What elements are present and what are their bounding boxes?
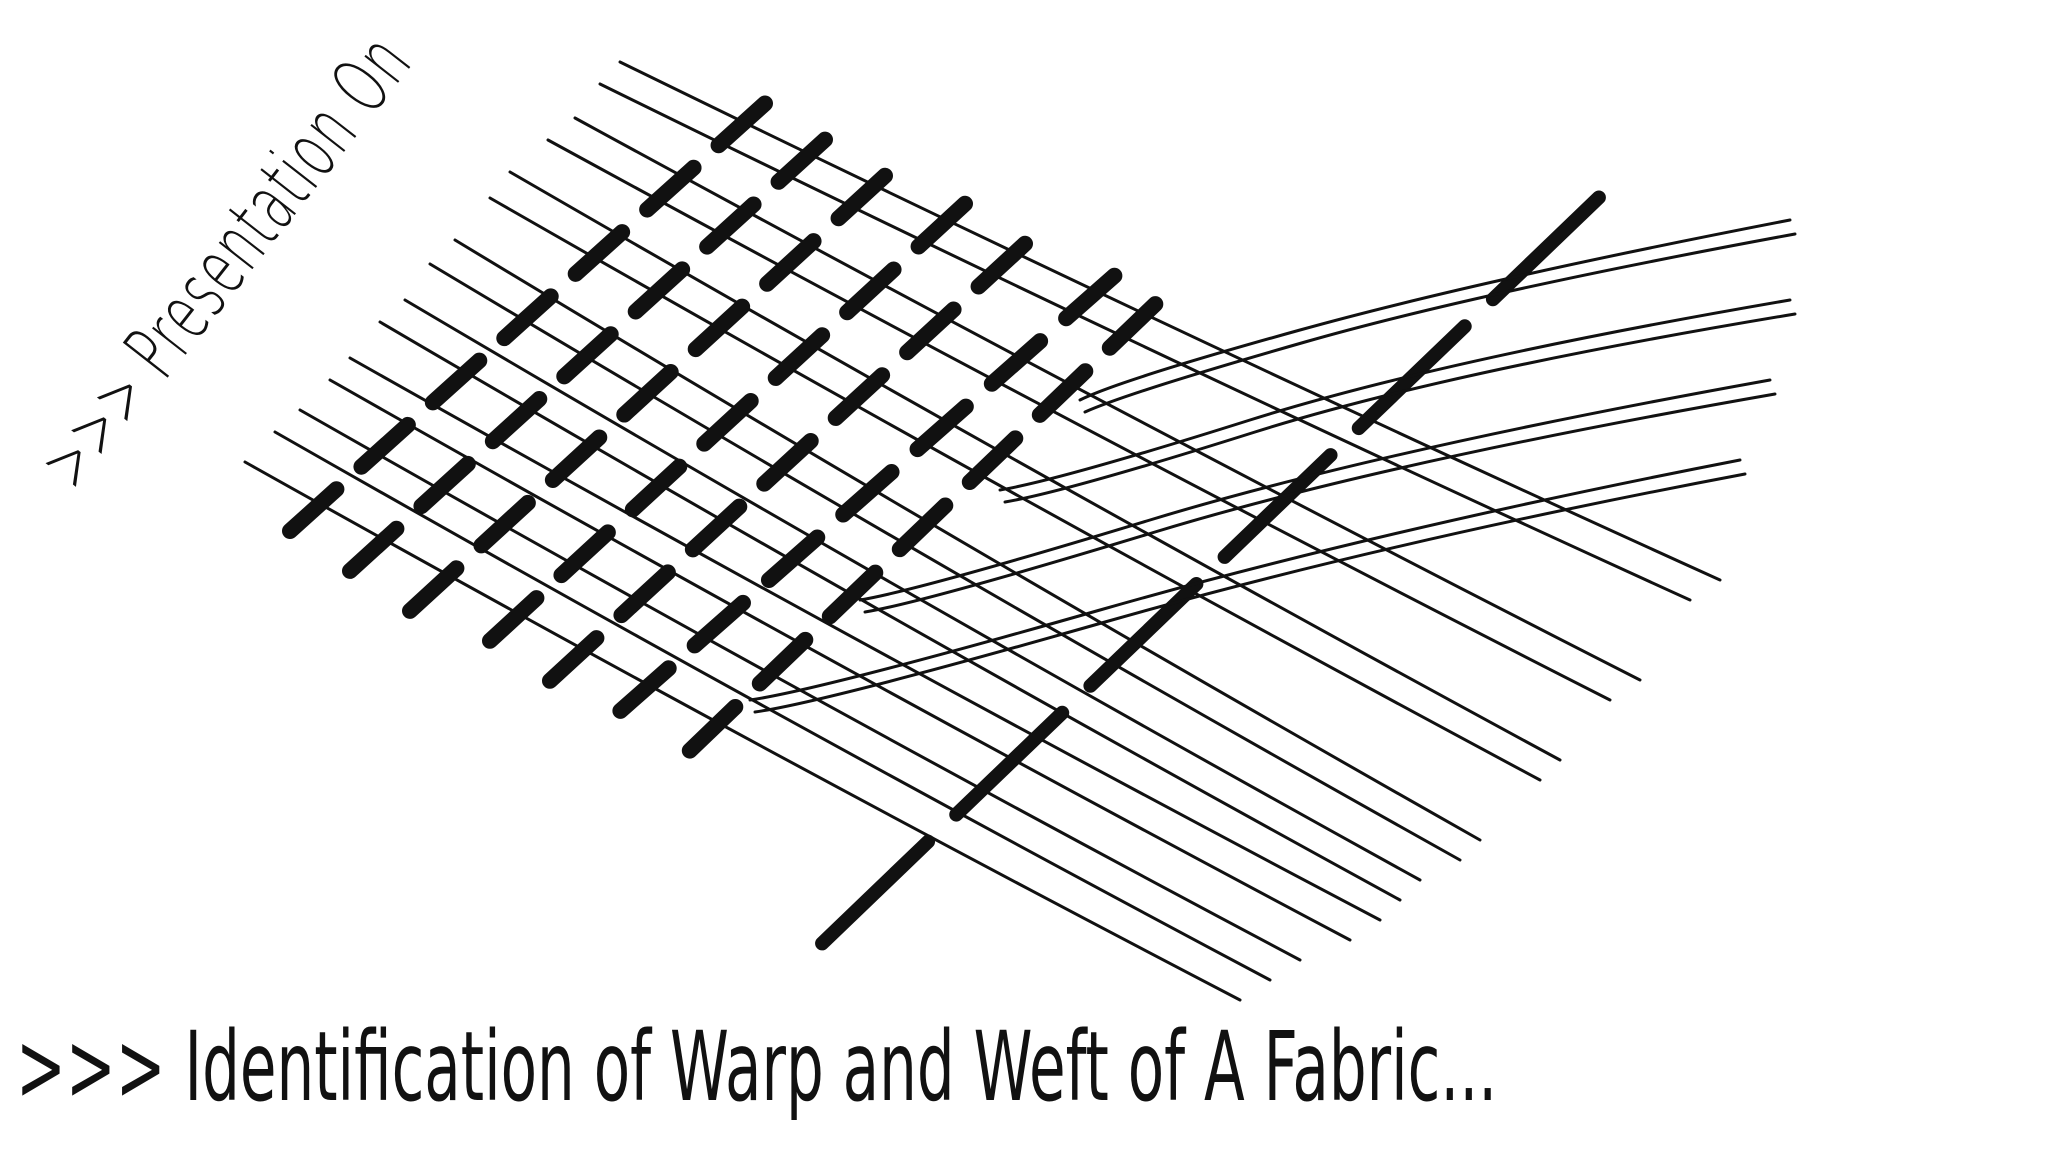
white-thread-line (273, 430, 1272, 982)
white-thread-line (618, 60, 1722, 582)
black-thread-segment (639, 159, 702, 218)
white-thread-line (488, 196, 1542, 782)
long-black-thread-segment (949, 705, 1070, 822)
black-thread-segment (770, 131, 833, 190)
black-thread-segment (710, 95, 773, 154)
black-thread-segment (821, 564, 884, 625)
black-thread-segment (1031, 363, 1094, 423)
loose-thread-line (1078, 218, 1792, 402)
long-black-thread-segment (815, 834, 936, 951)
loose-thread-line (998, 298, 1792, 492)
black-thread-segment (830, 167, 893, 227)
black-thread-segment (687, 298, 751, 358)
black-thread-segment (342, 520, 405, 579)
black-thread-segment (567, 224, 631, 282)
black-thread-segment (970, 235, 1033, 295)
black-thread-segment (756, 432, 819, 492)
black-thread-segment (613, 564, 676, 624)
black-thread-segment (759, 233, 822, 292)
black-thread-segment (760, 529, 826, 588)
black-thread-segment (624, 458, 688, 518)
black-thread-segment (1101, 296, 1164, 356)
black-thread-segment (544, 429, 608, 488)
black-thread-segment (961, 430, 1024, 491)
loose-thread-line (858, 378, 1772, 602)
black-thread-segment (827, 367, 891, 426)
black-thread-segment (684, 498, 748, 558)
black-thread-segment (909, 398, 974, 458)
black-thread-segment (484, 391, 548, 450)
black-thread-segment (891, 497, 954, 558)
page-title: >>> Identification of Warp and Weft of A… (16, 1011, 1498, 1123)
loose-thread-line (1083, 232, 1797, 414)
black-thread-segment (556, 326, 619, 385)
black-thread-segment (839, 261, 902, 321)
black-thread-segment (627, 261, 691, 320)
black-thread-segment (681, 698, 744, 759)
loose-thread-line (753, 472, 1747, 714)
black-thread-segment (424, 352, 488, 411)
black-thread-segment (835, 464, 900, 523)
white-thread-line (573, 116, 1642, 682)
black-thread-segment (910, 195, 973, 255)
black-thread-segment (983, 333, 1049, 392)
black-thread-segment (767, 327, 831, 386)
black-thread-segment (699, 196, 762, 255)
black-thread-segment (542, 630, 605, 689)
long-black-thread-segment (1217, 448, 1338, 564)
black-thread-segment (686, 594, 751, 654)
black-thread-segment (282, 481, 345, 539)
loose-thread-line (1003, 312, 1797, 504)
black-thread-segment (413, 455, 476, 515)
white-thread-line (328, 378, 1352, 942)
black-thread-segment (696, 392, 759, 452)
black-thread-segment (553, 524, 616, 584)
black-thread-segment (482, 590, 545, 649)
white-thread-line (508, 170, 1562, 762)
black-thread-segment (616, 364, 679, 423)
black-thread-segment (496, 288, 559, 347)
white-thread-line (546, 138, 1612, 702)
black-thread-segment (353, 416, 416, 475)
black-thread-segment (751, 631, 814, 692)
black-thread-segment (1058, 267, 1123, 327)
black-thread-segment (899, 301, 962, 361)
black-thread-segment (402, 560, 465, 619)
long-black-thread-segment (1485, 190, 1606, 307)
white-thread-line (243, 460, 1242, 1002)
white-thread-line (598, 82, 1692, 602)
loose-thread-line (748, 458, 1742, 702)
black-thread-segment (612, 660, 677, 719)
white-thread-line (403, 298, 1422, 882)
loose-thread-line (863, 392, 1777, 614)
black-thread-segment (473, 494, 536, 554)
